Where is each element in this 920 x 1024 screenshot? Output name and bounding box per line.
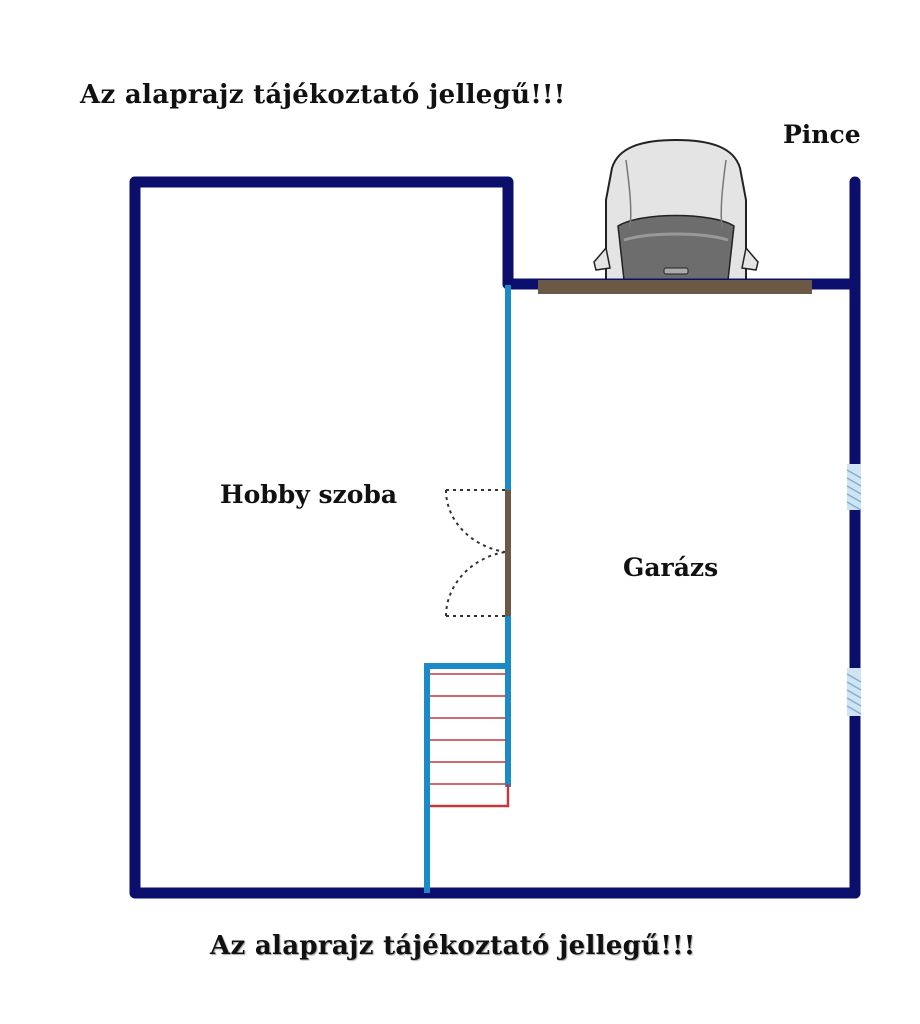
disclaimer-bottom: Az alaprajz tájékoztató jellegű!!! — [210, 931, 696, 961]
room-label-hobby: Hobby szoba — [220, 480, 398, 509]
level-label: Pince — [783, 120, 861, 149]
stairs-icon — [430, 673, 510, 808]
window-icon — [846, 668, 862, 716]
car-icon — [593, 138, 759, 283]
window-icon — [846, 464, 862, 511]
door-swing-icon — [445, 489, 511, 617]
disclaimer-top: Az alaprajz tájékoztató jellegű!!! — [80, 80, 566, 110]
inner-walls — [424, 285, 511, 893]
room-label-garage: Garázs — [623, 553, 719, 582]
garage-door — [538, 280, 812, 294]
